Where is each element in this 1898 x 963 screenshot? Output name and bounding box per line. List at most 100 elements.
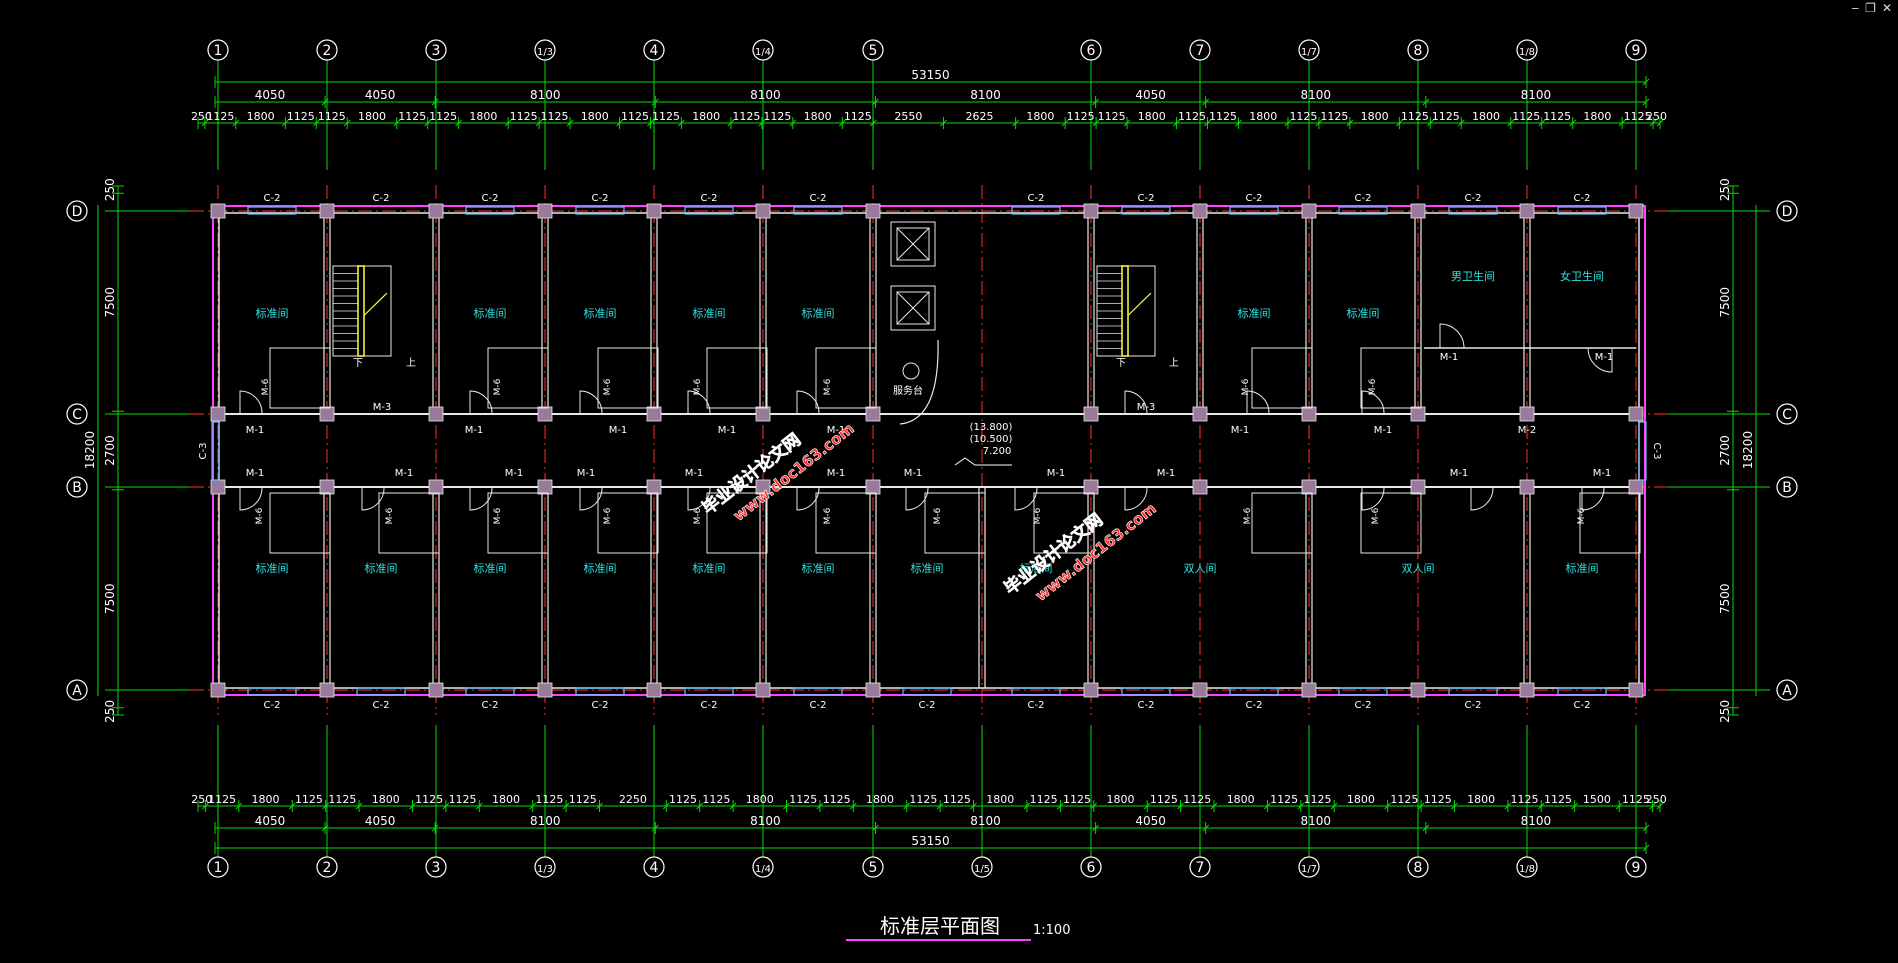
axis-top-1-4-circle <box>752 39 774 61</box>
axis-top-1-4: 1/4 <box>755 47 771 58</box>
column-0-1 <box>210 406 226 422</box>
window-label-north-5: C-2 <box>810 193 827 204</box>
column-9-1 <box>1301 406 1317 422</box>
column-6-2 <box>865 479 881 495</box>
stair-west-up: 上 <box>406 357 416 369</box>
bath-south-0 <box>269 492 331 554</box>
dim-bottom-bays-text-1: 4050 <box>365 814 396 828</box>
window-east <box>1638 421 1647 481</box>
dim-top-detail-text-0: 250 <box>191 110 212 123</box>
axis-top-2: 2 <box>323 43 332 59</box>
door-north-3 <box>687 390 711 414</box>
room-north-5: 标准间 <box>1238 306 1271 320</box>
bath-north-3 <box>706 347 768 409</box>
column-12-2 <box>1628 479 1644 495</box>
bath-north-1 <box>487 347 549 409</box>
door-label-m1-north-2: M-1 <box>609 425 628 436</box>
window-label-north-10: C-2 <box>1465 193 1482 204</box>
dim-top-detail-text-35: 1125 <box>1543 110 1571 123</box>
elevator-2-car <box>896 291 930 325</box>
dim-bottom-detail-text-10: 1125 <box>569 793 597 806</box>
door-label-m6-0: M-6 <box>261 378 271 395</box>
dim-left-text-4: 250 <box>103 700 117 723</box>
door-wc-female <box>1587 347 1613 373</box>
axis-bottom-9-circle <box>1625 856 1647 878</box>
axis-left-D-circle <box>66 200 88 222</box>
window-label-north-8: C-2 <box>1246 193 1263 204</box>
dim-left-text-2: 2700 <box>103 435 117 466</box>
column-2-1 <box>428 406 444 422</box>
dim-top-bays-text-7: 8100 <box>1521 88 1552 102</box>
axis-bottom-4: 4 <box>650 860 659 876</box>
dim-top-detail-text-14: 1800 <box>692 110 720 123</box>
dim-bottom-detail-text-13: 1125 <box>702 793 730 806</box>
window-south-12 <box>1557 687 1607 696</box>
axis-bottom-1: 1 <box>214 860 223 876</box>
axis-left-B-circle <box>66 476 88 498</box>
column-0-3 <box>210 682 226 698</box>
column-0-0 <box>210 203 226 219</box>
column-10-1 <box>1410 406 1426 422</box>
dim-bottom-detail-text-31: 1125 <box>1424 793 1452 806</box>
axis-top-1-7-circle <box>1298 39 1320 61</box>
minimize-icon[interactable]: ‒ <box>1851 1 1860 15</box>
room-north-3: 标准间 <box>693 306 726 320</box>
title-block: 标准层平面图 1:100 <box>846 914 1070 941</box>
dim-bottom-detail-text-6: 1125 <box>415 793 443 806</box>
door-label-m1-wc-male: M-1 <box>1440 352 1459 363</box>
dim-top-detail-text-11: 1800 <box>581 110 609 123</box>
exterior-wall-inner <box>218 212 1640 689</box>
dim-top-total-text-0: 53150 <box>911 68 949 82</box>
axis-right-C-circle <box>1776 403 1798 425</box>
stair-east-rail <box>1121 265 1129 357</box>
dim-top-bays-text-6: 8100 <box>1300 88 1331 102</box>
door-label-m1-north-5: M-1 <box>1231 425 1250 436</box>
window-label-north-1: C-2 <box>373 193 390 204</box>
axis-bottom-1-5: 1/5 <box>974 864 990 875</box>
room-service: 服务台 <box>893 384 923 397</box>
door-south-5 <box>796 487 820 511</box>
column-1-3 <box>319 682 335 698</box>
elevator-1-x2 <box>896 227 930 261</box>
close-icon[interactable]: ✕ <box>1881 1 1892 15</box>
dim-top-detail-text-9: 1125 <box>510 110 538 123</box>
dim-bottom-detail-text-18: 1125 <box>909 793 937 806</box>
dim-top-bays-text-5: 4050 <box>1135 88 1166 102</box>
column-11-1 <box>1519 406 1535 422</box>
room-female-wc: 女卫生间 <box>1560 269 1604 283</box>
door-label-m2: M-2 <box>1518 425 1537 436</box>
axis-top-1-8-circle <box>1516 39 1538 61</box>
dim-right-text-4: 250 <box>1718 700 1732 723</box>
room-south-1: 标准间 <box>365 561 398 575</box>
axis-top-1-7: 1/7 <box>1301 47 1317 58</box>
bath-south-3 <box>597 492 659 554</box>
column-2-0 <box>428 203 444 219</box>
room-south-3: 标准间 <box>584 561 617 575</box>
dim-bottom-detail-text-26: 1800 <box>1227 793 1255 806</box>
door-label-m3-west: M-3 <box>373 402 392 413</box>
window-label-south-12: C-2 <box>1574 700 1591 711</box>
door-label-m1-south-0: M-1 <box>246 468 265 479</box>
door-label-m6-10: M-6 <box>603 507 613 524</box>
dim-top-detail-text-36: 1800 <box>1583 110 1611 123</box>
door-south-9 <box>1361 487 1385 511</box>
axis-bottom-7: 7 <box>1196 860 1205 876</box>
bath-north-5 <box>1251 347 1313 409</box>
drawing-title: 标准层平面图 <box>880 914 1000 938</box>
dim-bottom-bays-text-0: 4050 <box>255 814 286 828</box>
axis-bottom-1-3: 1/3 <box>537 864 553 875</box>
axis-bottom-2: 2 <box>323 860 332 876</box>
dim-bottom-detail-text-7: 1125 <box>449 793 477 806</box>
dim-top-detail-text-13: 1125 <box>652 110 680 123</box>
window-south-11 <box>1448 687 1498 696</box>
axis-bottom-1-4-circle <box>752 856 774 878</box>
restore-icon[interactable]: ❐ <box>1865 1 1876 15</box>
dim-bottom-detail-text-30: 1125 <box>1390 793 1418 806</box>
door-label-m1-south-9: M-1 <box>1450 468 1469 479</box>
column-7-3 <box>1083 682 1099 698</box>
column-10-2 <box>1410 479 1426 495</box>
column-9-3 <box>1301 682 1317 698</box>
south-partition-6 <box>978 486 986 689</box>
axis-bottom-9: 9 <box>1632 860 1641 876</box>
